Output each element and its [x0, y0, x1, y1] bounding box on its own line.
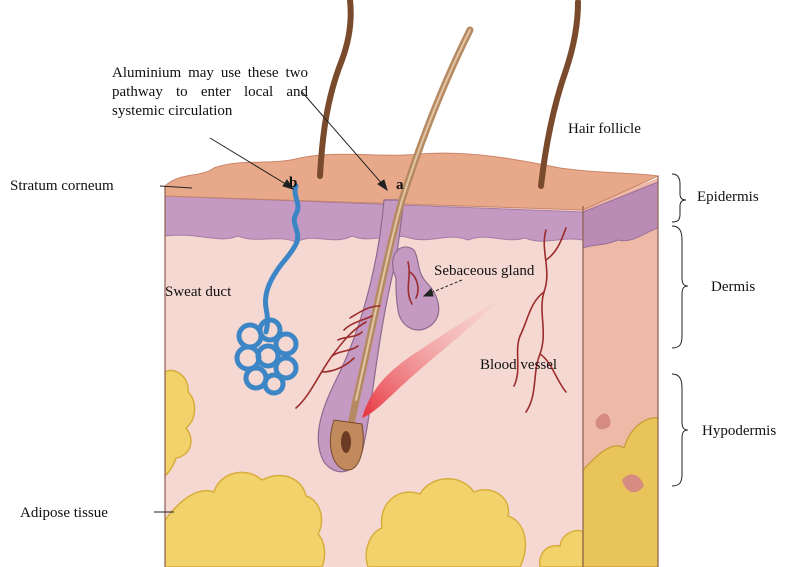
hair-shaft-right	[541, 2, 578, 186]
annotation-text: Aluminium may use these two pathway to e…	[112, 64, 308, 121]
stratum-corneum-label: Stratum corneum	[10, 177, 114, 195]
epidermis-label: Epidermis	[697, 188, 759, 206]
hair-shaft-left	[320, 0, 351, 176]
layer-brackets	[672, 174, 688, 486]
pathway-a-label: a	[396, 177, 404, 194]
blood-vessel-label: Blood vessel	[480, 356, 557, 374]
dermal-papilla	[341, 431, 351, 453]
adipose-tissue-label: Adipose tissue	[20, 504, 108, 522]
pathway-b-label: b	[289, 175, 297, 192]
dermis-label: Dermis	[711, 278, 755, 296]
hypodermis-label: Hypodermis	[702, 422, 776, 440]
sweat-duct-label: Sweat duct	[165, 283, 231, 301]
sebaceous-gland-label: Sebaceous gland	[434, 262, 534, 280]
hair-follicle-label: Hair follicle	[568, 120, 641, 138]
